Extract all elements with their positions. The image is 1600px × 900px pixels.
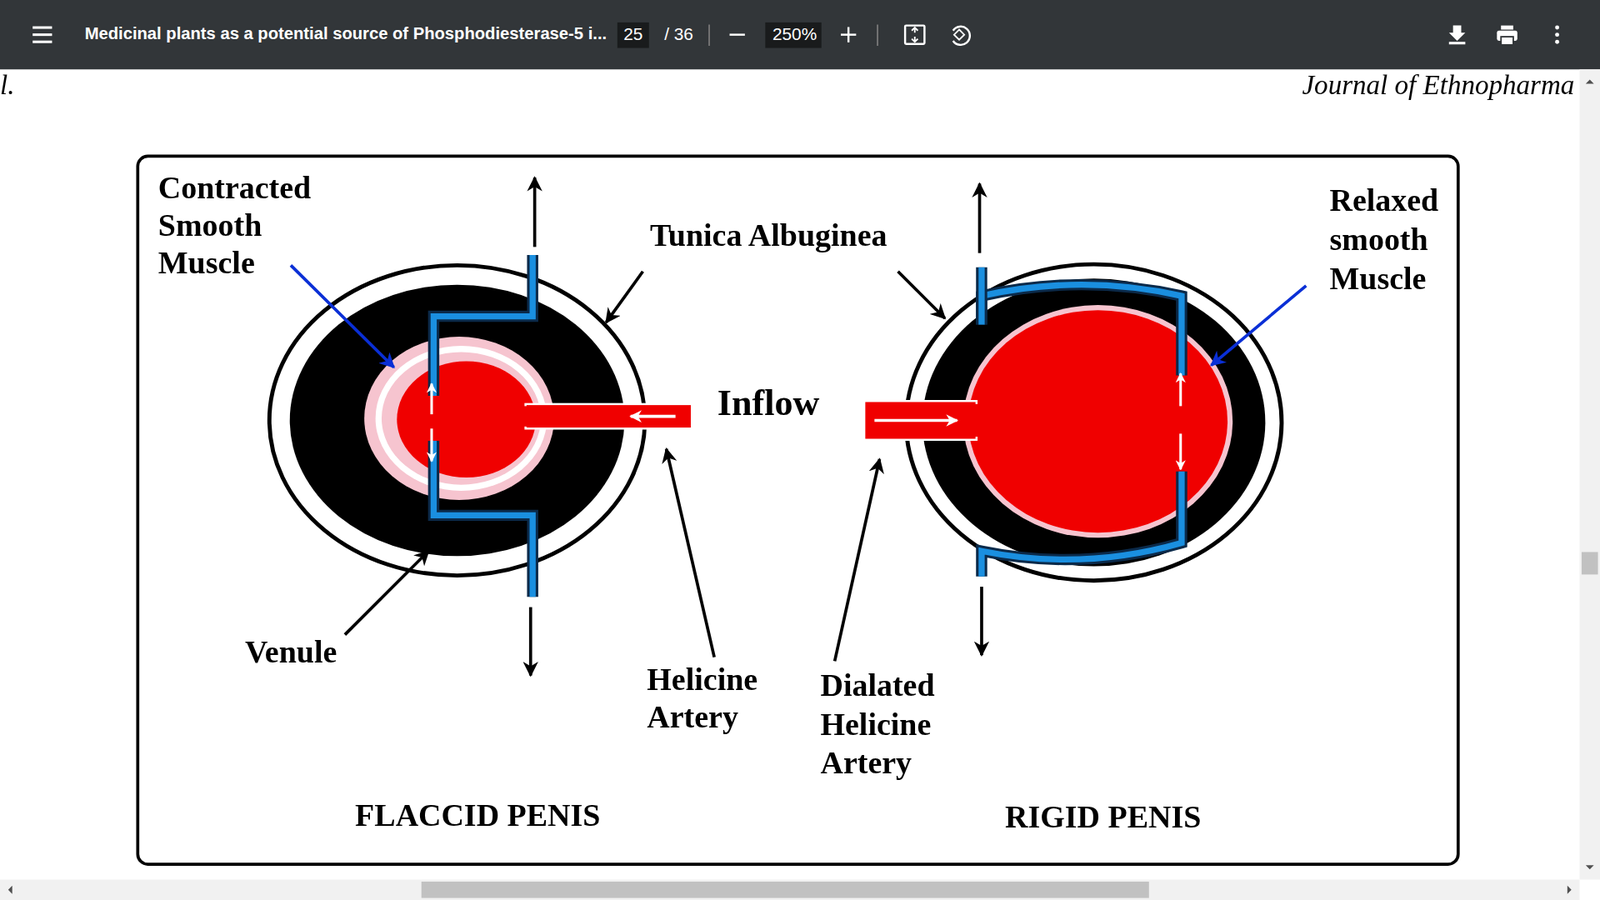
panel-caption: RIGID PENIS: [1005, 799, 1201, 836]
part-label: Dialated Helicine Artery: [820, 666, 935, 784]
zoom-box: [765, 22, 821, 49]
page-count: / 36: [664, 24, 694, 45]
flow-label: Inflow: [717, 382, 820, 425]
scroll-arrows: [8, 885, 1572, 895]
part-label: Contracted Smooth Muscle: [158, 168, 311, 282]
h-scrollbar: [0, 880, 1580, 900]
scroll-arrows: [1585, 80, 1595, 870]
v-scrollbar: [1580, 69, 1600, 880]
rotate-icon: [953, 26, 970, 45]
separator: [876, 24, 879, 46]
figure-frame: [137, 155, 1458, 865]
fit-icon: [905, 25, 925, 45]
zoom-out-icon: [730, 33, 745, 35]
part-label: Helicine Artery: [646, 660, 758, 736]
zoom-level: 250%: [772, 24, 817, 45]
print-icon: [1496, 25, 1517, 45]
flaccid-section: [269, 177, 692, 676]
h-scroll-thumb: [421, 881, 1150, 899]
rigid-section: [864, 183, 1282, 655]
v-scroll-thumb: [1581, 551, 1599, 575]
panel-caption: FLACCID PENIS: [355, 796, 600, 834]
journal-name: Journal of Ethnopharma: [1301, 69, 1580, 101]
zoom-in-icon: [840, 26, 856, 42]
page-number: 25: [623, 24, 643, 45]
document-title: Medicinal plants as a potential source o…: [85, 23, 607, 43]
more-icon: [1555, 25, 1560, 45]
page-box: [617, 22, 650, 49]
separator: [708, 24, 710, 46]
part-label: Tunica Albuginea: [650, 217, 887, 255]
menu-icon: [32, 27, 52, 42]
part-label: Venule: [245, 633, 337, 670]
download-icon: [1449, 25, 1466, 45]
part-label: Relaxed smooth Muscle: [1330, 181, 1440, 299]
toolbar: [0, 0, 1600, 70]
running-head: l.: [0, 69, 15, 101]
leader-lines: [290, 265, 1306, 661]
